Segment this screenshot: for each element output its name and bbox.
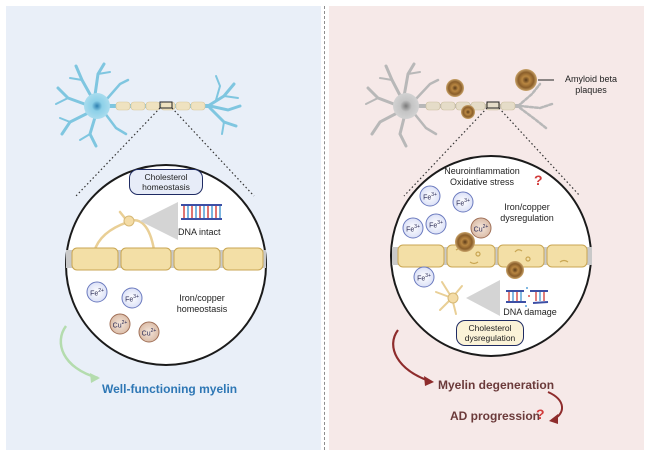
- ion-fe-3: Fe3+: [406, 224, 420, 234]
- zoom-cone-left: [140, 202, 178, 240]
- progression-arrow: [547, 391, 563, 421]
- dna-damage-label: DNA damage: [503, 307, 557, 317]
- dna-intact-label: DNA intact: [178, 227, 221, 237]
- oligodendrocyte-body-right: [447, 292, 459, 304]
- healthy-soma: [84, 93, 110, 119]
- iron-copper-dysregulation-label: Iron/copper dysregulation: [500, 202, 554, 223]
- ions-right: [402, 185, 492, 288]
- well-functioning-myelin-label: Well-functioning myelin: [102, 382, 238, 396]
- oligodendrocyte-body-left: [123, 215, 135, 227]
- ad-progression-label: AD progression: [450, 409, 541, 423]
- ion-fe-3: Fe3+: [417, 273, 431, 283]
- ion-fe-3: Fe3+: [125, 294, 139, 304]
- amyloid-beta-label: Amyloid beta plaques: [564, 74, 618, 95]
- outcome-arrow-right: [392, 329, 433, 384]
- zoom-box-left: [159, 101, 173, 109]
- myelin-sheath-left: [71, 247, 264, 271]
- zoom-lines-left: [75, 107, 255, 197]
- stress-question-mark: ?: [534, 172, 543, 188]
- neuroinflammation-label: Neuroinflammation: [444, 166, 520, 176]
- cholesterol-homeostasis-label: Cholesterol homeostasis: [129, 169, 203, 195]
- ion-fe-3: Fe3+: [456, 198, 470, 208]
- ion-fe-3: Fe3+: [429, 220, 443, 230]
- ion-fe-3: Fe3+: [423, 192, 437, 202]
- zoom-box-right: [486, 101, 500, 109]
- healthy-neuron: [55, 62, 242, 148]
- healthy-axon-myelin: [115, 101, 206, 111]
- dna-damage-icon: [506, 287, 549, 307]
- dna-intact-icon: [181, 204, 222, 220]
- ion-cu-2: Cu2+: [141, 328, 157, 338]
- degenerating-oligodendrocyte: [435, 281, 463, 315]
- ion-fe-2: Fe2+: [90, 288, 104, 298]
- cholesterol-dysregulation-label: Cholesterol dysregulation: [456, 320, 524, 346]
- ion-cu-2: Cu2+: [112, 320, 128, 330]
- progression-arrowhead: [549, 414, 558, 424]
- plaques-in-circle: [455, 232, 524, 279]
- iron-copper-homeostasis-label: Iron/copper homeostasis: [176, 293, 228, 314]
- ad-question-mark: ?: [536, 406, 545, 422]
- panel-divider: [324, 6, 325, 450]
- myelin-degeneration-label: Myelin degeneration: [438, 378, 555, 392]
- oxidative-stress-label: Oxidative stress: [449, 177, 515, 187]
- zoom-lines-right: [403, 107, 581, 197]
- ions-left: [86, 281, 160, 343]
- zoom-cone-right: [466, 280, 500, 316]
- outcome-arrowhead-left: [90, 373, 100, 383]
- outcome-arrow-left: [59, 325, 99, 380]
- degenerating-soma: [393, 93, 419, 119]
- outcome-arrowhead-right: [424, 376, 434, 386]
- myelin-sheath-right-damaged: [397, 244, 588, 268]
- amyloid-plaques: [446, 69, 537, 119]
- ion-cu-2: Cu2+: [473, 224, 489, 234]
